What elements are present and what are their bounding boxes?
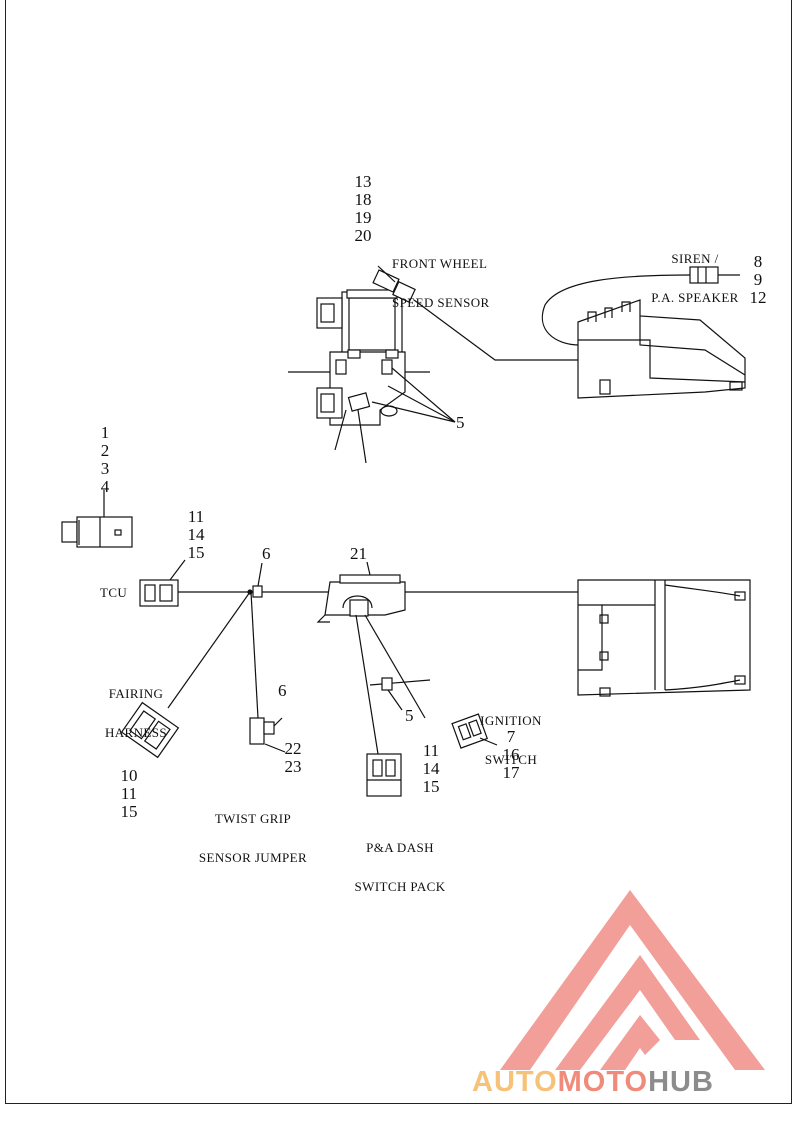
callout-connector-parts: 1 2 3 4 <box>100 423 110 496</box>
callout-fairing-parts: 10 11 15 <box>120 766 138 821</box>
label-twist-grip: TWIST GRIP SENSOR JUMPER <box>198 811 308 865</box>
callout-pa-dash-parts: 11 14 15 <box>422 741 440 796</box>
twist-grip-connector <box>249 591 283 745</box>
speed-sensor-connector <box>372 269 580 361</box>
ignition-connector <box>451 713 498 749</box>
label-fairing-harness: FAIRING HARNESS <box>104 686 168 740</box>
watermark-logo-icon <box>500 890 765 1070</box>
callout-junction: 6 <box>262 544 271 563</box>
pa-dash-connector <box>366 753 402 797</box>
cable-tie <box>369 677 431 691</box>
callout-speed-sensor-parts: 13 18 19 20 <box>354 172 372 245</box>
mount-bracket <box>288 289 430 464</box>
callout-twist-grip-clip: 6 <box>278 681 287 700</box>
watermark-auto: AUTO <box>472 1066 558 1098</box>
label-pa-dash: P&A DASH SWITCH PACK <box>354 840 446 894</box>
siren-connector <box>541 266 719 346</box>
label-front-wheel-speed-sensor: FRONT WHEEL SPEED SENSOR <box>392 256 490 310</box>
callout-twist-grip-parts: 22 23 <box>284 739 302 776</box>
fairing-connector <box>120 591 251 759</box>
fairing-mount-upper <box>577 299 746 399</box>
drawing-frame <box>5 0 792 1104</box>
tcu-connector <box>139 559 248 607</box>
fairing-mount-lower <box>577 579 751 697</box>
label-ignition-switch: IGNITION SWITCH <box>480 713 542 767</box>
callout-ignition-parts: 7 16 17 <box>502 727 520 782</box>
watermark-hub: HUB <box>648 1066 714 1098</box>
main-harness <box>247 585 578 598</box>
leader-lines <box>103 265 740 753</box>
watermark-moto: MOTO <box>557 1066 649 1098</box>
callout-harness: 21 <box>350 544 367 563</box>
callout-bracket-fasteners: 5 <box>456 413 465 432</box>
callout-siren-parts: 8 9 12 <box>749 252 767 307</box>
label-siren-speaker: SIREN / P.A. SPEAKER <box>651 251 739 305</box>
loose-connector <box>61 516 133 548</box>
callout-cable-tie: 5 <box>405 706 414 725</box>
watermark-text: AUTOMOTOHUB <box>472 1066 714 1099</box>
harness-hub <box>316 574 426 755</box>
callout-tcu-parts: 11 14 15 <box>187 507 205 562</box>
label-tcu: TCU <box>100 585 128 600</box>
